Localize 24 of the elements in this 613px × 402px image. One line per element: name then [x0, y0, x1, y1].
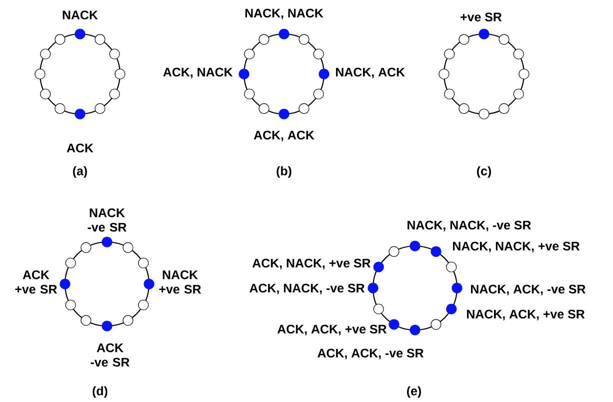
state-label: ACK -ve SR — [90, 343, 130, 367]
state-label: ACK, ACK, +ve SR — [277, 324, 387, 336]
state-label: ACK, NACK — [163, 68, 233, 78]
state-label: ACK, NACK, -ve SR — [250, 284, 365, 294]
state-label: ACK, ACK, -ve SR — [318, 348, 424, 360]
state-label: ACK — [66, 144, 94, 152]
state-label: NACK, ACK — [336, 68, 405, 78]
state-label: NACK, NACK, +ve SR — [453, 242, 580, 252]
state-label: NACK -ve SR — [88, 208, 126, 232]
state-label: ACK, NACK, +ve SR — [252, 258, 371, 270]
state-label: NACK +ve SR — [159, 270, 202, 294]
state-label: NACK, ACK, +ve SR — [467, 310, 585, 320]
state-label: NACK, NACK, -ve SR — [408, 220, 531, 232]
panel-caption: (b) — [276, 166, 292, 178]
panel-caption: (c) — [477, 166, 491, 178]
state-label: NACK — [62, 10, 98, 20]
state-label: NACK, NACK — [245, 8, 324, 20]
state-label: ACK +ve SR — [15, 270, 58, 294]
panel-caption: (a) — [73, 166, 87, 178]
panel-caption: (d) — [92, 386, 108, 398]
state-label: ACK, ACK — [254, 130, 314, 142]
state-label: NACK, ACK, -ve SR — [471, 284, 586, 296]
state-label: +ve SR — [460, 12, 502, 22]
panel-caption: (e) — [407, 386, 421, 398]
